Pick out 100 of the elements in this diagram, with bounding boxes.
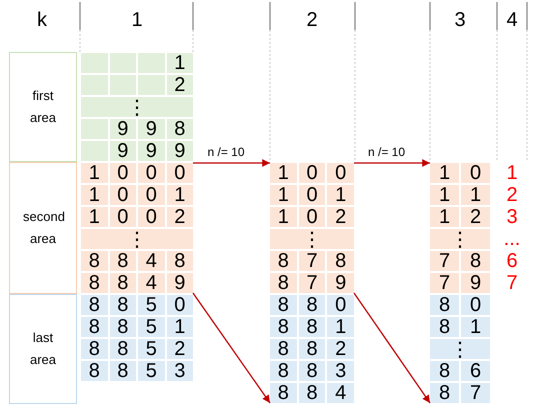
- digit-row: [270, 339, 354, 359]
- digit-cell: 6: [461, 361, 490, 381]
- area-label: first area: [28, 87, 58, 127]
- digit-cell: 1: [166, 317, 193, 337]
- digit-cell: 7: [298, 273, 326, 293]
- digit-row: [270, 273, 354, 293]
- digit-cell: 9: [166, 273, 193, 293]
- digit-cell: 2: [166, 339, 193, 359]
- digit-cell: 4: [138, 251, 164, 271]
- ellipsis-cell: ⋮: [81, 97, 193, 117]
- digit-cell: 2: [327, 339, 354, 359]
- count-number: ...: [502, 228, 522, 250]
- digit-cell: 1: [81, 207, 108, 227]
- digit-cell: 2: [166, 207, 193, 227]
- digit-cell: 1: [166, 185, 193, 205]
- digit-cell: 1: [430, 185, 459, 205]
- digit-cell: 7: [430, 251, 459, 271]
- digit-cell: 9: [110, 141, 136, 161]
- count-number: 2: [505, 184, 519, 206]
- area-label: last area: [28, 329, 58, 369]
- digit-cell: 9: [138, 119, 164, 139]
- digit-cell: 0: [298, 163, 326, 183]
- digit-cell: 8: [430, 317, 459, 337]
- digit-cell: 0: [166, 295, 193, 315]
- digit-cell: 9: [461, 273, 490, 293]
- digit-cell: 8: [270, 273, 297, 293]
- ellipsis-cell: ⋮: [270, 229, 354, 249]
- digit-cell: 8: [270, 383, 297, 403]
- digit-row: [81, 317, 193, 337]
- digit-cell: 8: [110, 273, 136, 293]
- digit-cell: 8: [430, 361, 459, 381]
- digit-cell: 2: [166, 75, 193, 95]
- digit-cell: 8: [166, 251, 193, 271]
- digit-cell: 1: [430, 163, 459, 183]
- digit-row: [270, 163, 354, 183]
- digit-cell: 1: [81, 185, 108, 205]
- digit-cell: 7: [461, 383, 490, 403]
- digit-row: [81, 273, 193, 293]
- digit-cell: 1: [270, 207, 297, 227]
- digit-cell: 8: [81, 251, 108, 271]
- digit-cell: 1: [461, 185, 490, 205]
- digit-cell: 5: [138, 317, 164, 337]
- digit-row: [270, 251, 354, 271]
- digit-cell: 0: [110, 185, 136, 205]
- digit-row: [81, 361, 193, 381]
- digit-cell: 1: [461, 317, 490, 337]
- digit-cell: 8: [110, 295, 136, 315]
- digit-cell: 8: [110, 251, 136, 271]
- digit-cell: 0: [298, 207, 326, 227]
- digit-cell: 8: [298, 339, 326, 359]
- digit-row: [81, 339, 193, 359]
- digit-cell: 0: [327, 295, 354, 315]
- digit-cell: 1: [430, 207, 459, 227]
- digit-cell: 8: [81, 361, 108, 381]
- digit-cell: 0: [327, 163, 354, 183]
- digit-row: [81, 119, 193, 139]
- digit-cell: 1: [166, 53, 193, 73]
- digit-cell: 9: [327, 273, 354, 293]
- digit-row: [81, 75, 193, 95]
- digit-cell: 8: [298, 295, 326, 315]
- digit-cell: 8: [270, 295, 297, 315]
- ellipsis-cell: ⋮: [430, 229, 490, 249]
- digit-cell: 0: [110, 207, 136, 227]
- ellipsis-cell: ⋮: [430, 339, 490, 359]
- digit-cell: 9: [138, 141, 164, 161]
- digit-row: [430, 207, 490, 227]
- digit-row: [81, 53, 193, 73]
- column-header: 1: [130, 8, 144, 32]
- digit-cell: 3: [327, 361, 354, 381]
- digit-cell: 8: [110, 361, 136, 381]
- digit-cell: 8: [81, 273, 108, 293]
- digit-row: [430, 273, 490, 293]
- column-header: k: [36, 8, 48, 32]
- digit-cell: 5: [138, 361, 164, 381]
- digit-cell: 8: [461, 251, 490, 271]
- digit-cell: 0: [138, 163, 164, 183]
- digit-row: [270, 361, 354, 381]
- edge-label: n /= 10: [208, 145, 245, 159]
- digit-row: [81, 295, 193, 315]
- digit-cell: 8: [270, 251, 297, 271]
- digit-row: [430, 383, 490, 403]
- digit-cell: 4: [138, 273, 164, 293]
- digit-cell: 1: [327, 317, 354, 337]
- digit-cell: 0: [138, 207, 164, 227]
- count-number: 3: [505, 206, 519, 228]
- arrow: [193, 159, 270, 167]
- digit-row: [81, 163, 193, 183]
- column-header: 2: [305, 8, 319, 32]
- digit-row: [430, 361, 490, 381]
- digit-row: [81, 207, 193, 227]
- digit-row: [270, 383, 354, 403]
- digit-cell: 2: [461, 207, 490, 227]
- digit-cell: 8: [110, 339, 136, 359]
- digit-row: [430, 185, 490, 205]
- digit-cell: 1: [270, 163, 297, 183]
- digit-row: [270, 317, 354, 337]
- area-label: second area: [23, 208, 63, 248]
- count-number: 1: [505, 162, 519, 184]
- column-header: 4: [505, 8, 519, 32]
- digit-cell: 0: [166, 163, 193, 183]
